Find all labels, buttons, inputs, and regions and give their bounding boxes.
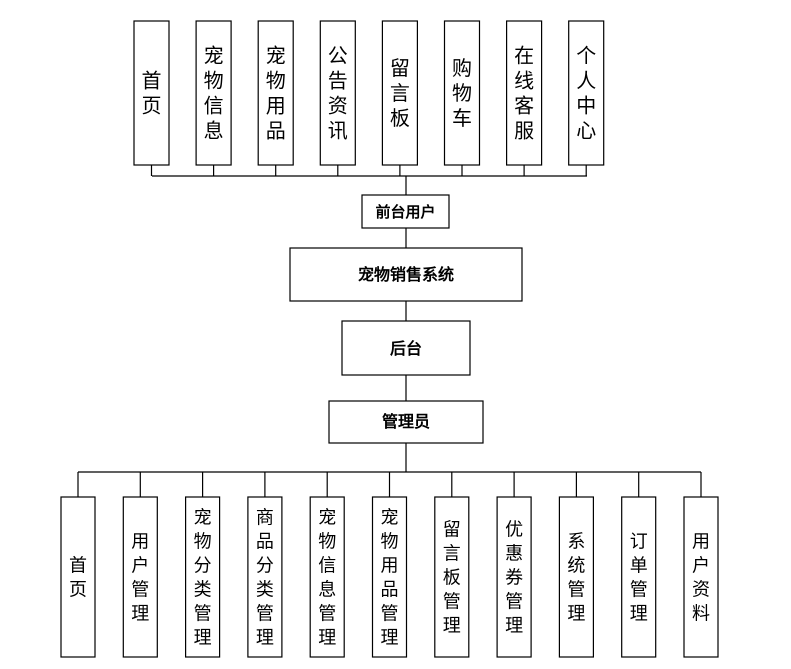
- front-drop-lines: [150, 165, 587, 176]
- front-cart-label: 购物车: [452, 56, 472, 130]
- admin-message-board-mgmt-label: 留言板管理: [443, 520, 461, 637]
- admin-drop-lines: [77, 472, 702, 497]
- admin-modules-group: 首页 用户管理 宠物分类管理 商品分类管理 宠物信息管理 宠物用品管理 留言板管理 优惠券管理…: [60, 496, 719, 658]
- admin-pet-category-mgmt-label: 宠物分类管理: [194, 508, 212, 649]
- admin-user-mgmt-label: 用户管理: [131, 532, 149, 625]
- front-message-board-label: 留言板: [390, 56, 410, 130]
- front-user-label: 前台用户: [375, 203, 435, 221]
- backend-node: 后台: [341, 320, 471, 376]
- admin-product-category-mgmt-label: 商品分类管理: [256, 508, 274, 649]
- backend-label: 后台: [390, 339, 422, 358]
- system-node: 宠物销售系统: [289, 247, 523, 302]
- system-label: 宠物销售系统: [358, 265, 454, 284]
- admin-pet-category-mgmt-node: 宠物分类管理: [185, 496, 221, 658]
- admin-coupon-mgmt-label: 优惠券管理: [505, 520, 523, 637]
- front-modules-group: 首页 宠物信息 宠物用品 公告资讯 留言板 购物车 在线客服 个人中心: [133, 20, 605, 166]
- front-pet-supplies-label: 宠物用品: [266, 44, 286, 143]
- admin-pet-info-mgmt-node: 宠物信息管理: [309, 496, 345, 658]
- front-personal-center-label: 个人中心: [576, 44, 596, 143]
- admin-user-mgmt-node: 用户管理: [122, 496, 158, 658]
- admin-home-label: 首页: [69, 556, 87, 601]
- connector-lines: [77, 165, 702, 497]
- admin-product-category-mgmt-node: 商品分类管理: [247, 496, 283, 658]
- admin-pet-supplies-mgmt-node: 宠物用品管理: [371, 496, 408, 658]
- admin-order-mgmt-node: 订单管理: [621, 496, 657, 658]
- front-online-support-node: 在线客服: [506, 20, 543, 166]
- admin-coupon-mgmt-node: 优惠券管理: [496, 496, 532, 658]
- front-personal-center-node: 个人中心: [568, 20, 605, 166]
- front-home-label: 首页: [142, 69, 162, 118]
- front-announcements-label: 公告资讯: [328, 44, 348, 143]
- admin-pet-supplies-mgmt-label: 宠物用品管理: [381, 508, 399, 649]
- admin-node: 管理员: [328, 400, 484, 444]
- front-pet-info-label: 宠物信息: [204, 44, 224, 143]
- admin-user-profile-label: 用户资料: [692, 532, 710, 625]
- front-cart-node: 购物车: [443, 20, 481, 166]
- front-announcements-node: 公告资讯: [319, 20, 356, 166]
- admin-pet-info-mgmt-label: 宠物信息管理: [318, 508, 336, 649]
- admin-label: 管理员: [382, 412, 430, 431]
- admin-message-board-mgmt-node: 留言板管理: [434, 496, 470, 658]
- front-user-node: 前台用户: [361, 194, 450, 229]
- front-message-board-node: 留言板: [381, 20, 418, 166]
- admin-system-mgmt-node: 系统管理: [558, 496, 595, 658]
- front-pet-supplies-node: 宠物用品: [257, 20, 294, 166]
- front-pet-info-node: 宠物信息: [195, 20, 232, 166]
- admin-order-mgmt-label: 订单管理: [630, 532, 648, 625]
- admin-user-profile-node: 用户资料: [683, 496, 719, 658]
- admin-system-mgmt-label: 系统管理: [567, 532, 585, 625]
- front-home-node: 首页: [133, 20, 170, 166]
- admin-home-node: 首页: [60, 496, 96, 658]
- front-online-support-label: 在线客服: [514, 44, 534, 143]
